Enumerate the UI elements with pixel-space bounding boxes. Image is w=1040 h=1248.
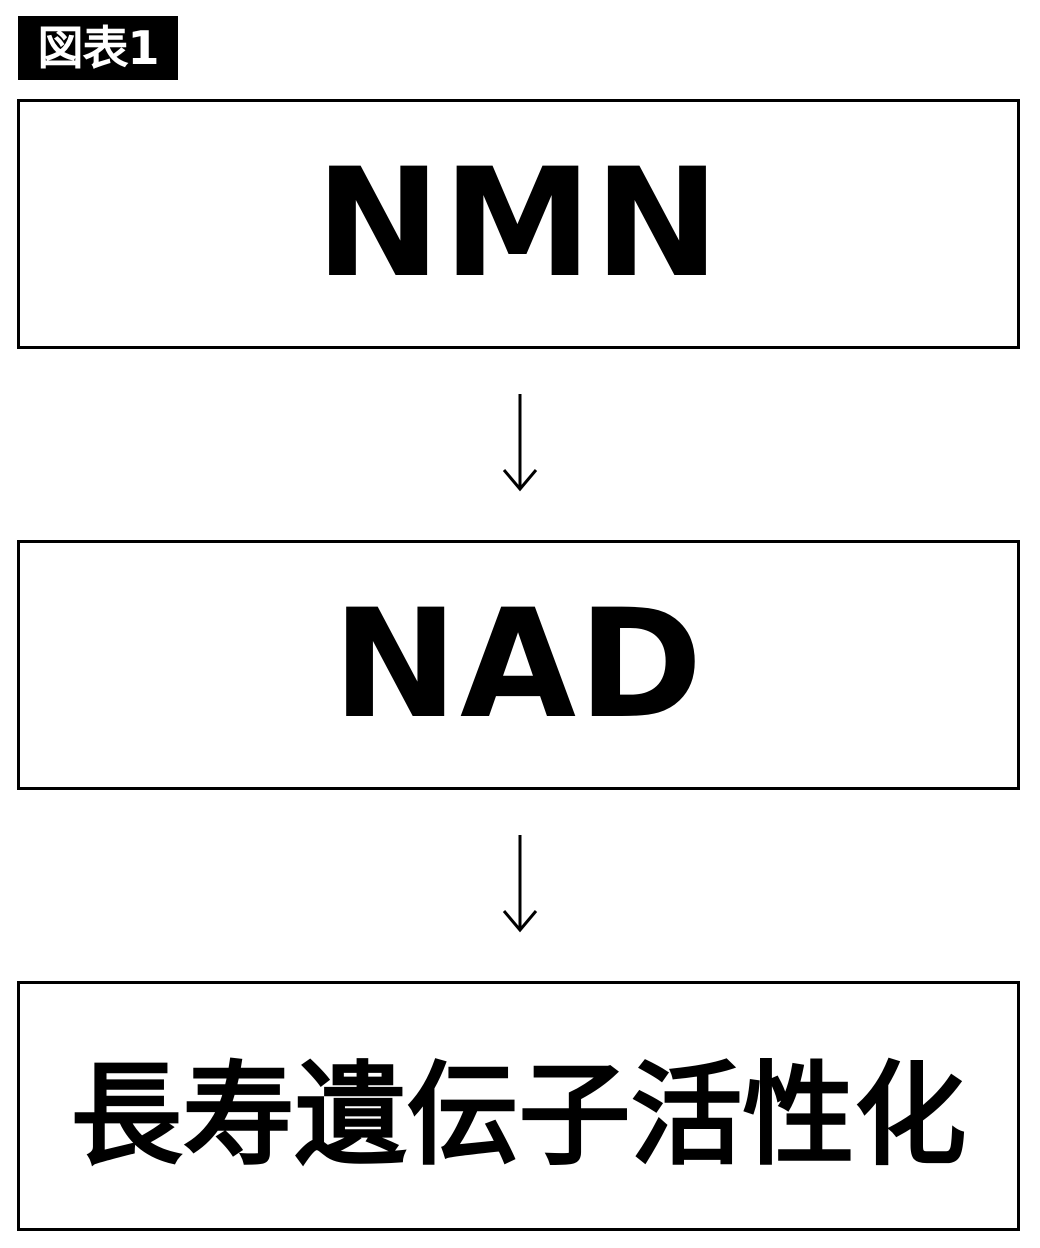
node-longevity-gene-activation-label: 長寿遺伝子活性化 <box>70 1051 967 1181</box>
arrow-down-icon <box>500 833 540 933</box>
node-nmn-box: NMN <box>17 99 1020 349</box>
figure-label: 図表1 <box>18 16 178 80</box>
node-nmn-label: NMN <box>315 137 722 311</box>
arrow-down-icon <box>500 392 540 492</box>
node-longevity-gene-activation-box: 長寿遺伝子活性化 <box>17 981 1020 1231</box>
node-nad-box: NAD <box>17 540 1020 790</box>
node-nad-label: NAD <box>332 578 705 752</box>
